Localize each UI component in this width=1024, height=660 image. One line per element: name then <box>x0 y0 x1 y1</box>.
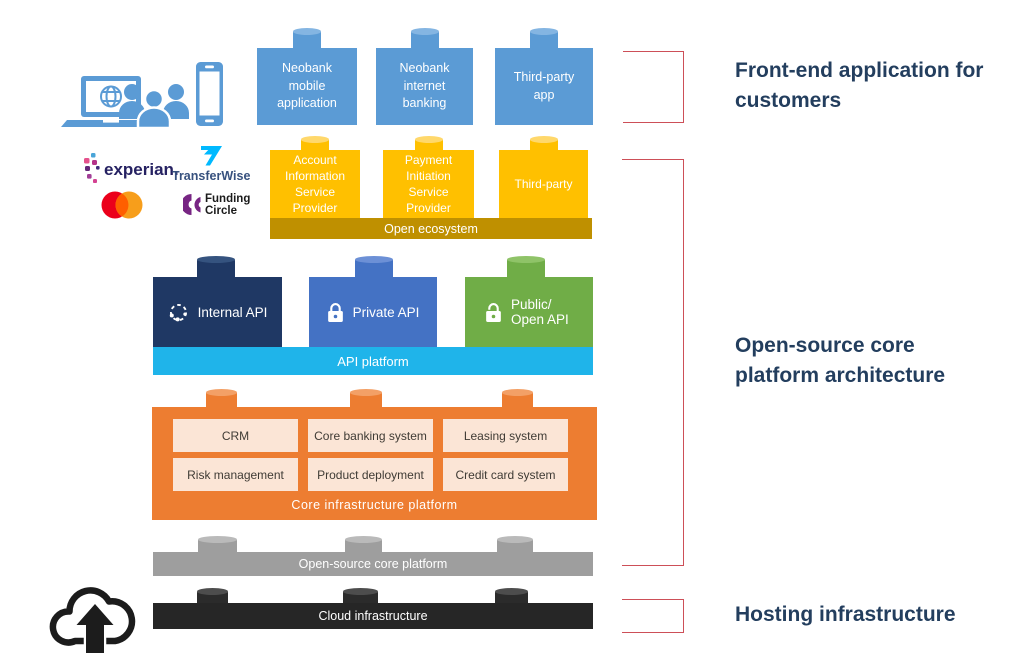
network-icon <box>169 303 187 321</box>
peg <box>206 389 237 407</box>
peg <box>497 536 533 552</box>
block-account-information-service-provider: Account Information Service Provider <box>270 150 360 218</box>
annotation-hosting: Hosting infrastructure <box>735 603 956 626</box>
peg <box>502 389 533 407</box>
block-third-party-app: Third-party app <box>495 48 593 125</box>
peg <box>350 389 382 407</box>
experian-dots-icon <box>84 153 100 183</box>
peg <box>355 256 393 277</box>
peg <box>530 136 558 150</box>
peg <box>495 588 528 603</box>
transferwise-logo: TransferWise <box>172 146 250 183</box>
transferwise-wordmark: TransferWise <box>172 169 251 183</box>
core-box-credit-card-system: Credit card system <box>443 458 568 491</box>
bracket-hosting <box>622 599 684 633</box>
cloud-infrastructure-bar: Cloud infrastructure <box>153 603 593 629</box>
core-platform-caption: Core infrastructure platform <box>291 498 458 512</box>
smartphone-icon <box>196 62 223 126</box>
api-platform-bar: API platform <box>153 347 593 375</box>
block-third-party: Third-party <box>499 150 588 218</box>
bracket-front-end <box>623 51 684 123</box>
core-infrastructure-platform: CRM Core banking system Leasing system R… <box>152 407 597 520</box>
core-box-core-banking-system: Core banking system <box>308 419 433 452</box>
block-label: Third-party <box>514 176 573 191</box>
core-box-label: Risk management <box>187 467 284 482</box>
core-box-label: Product deployment <box>317 467 424 482</box>
peg <box>197 256 235 277</box>
core-box-risk-management: Risk management <box>173 458 298 491</box>
block-label: Payment Initiation Service Provider <box>404 152 453 216</box>
bar-label: API platform <box>337 353 409 369</box>
core-box-product-deployment: Product deployment <box>308 458 433 491</box>
bar-label: Open ecosystem <box>384 221 478 236</box>
core-box-label: Leasing system <box>463 428 548 443</box>
users-icon <box>119 84 189 129</box>
core-box-label: CRM <box>221 428 250 443</box>
core-box-crm: CRM <box>173 419 298 452</box>
peg <box>411 28 439 48</box>
funding-circle-line1: Funding <box>205 192 251 205</box>
bracket-core-platform <box>622 159 684 566</box>
cloud-upload-icon <box>49 587 136 655</box>
transferwise-flag-icon <box>200 146 222 166</box>
bar-label: Cloud infrastructure <box>318 609 428 623</box>
annotation-open-source-core: Open-source core platform architecture <box>735 334 946 388</box>
peg <box>345 536 382 552</box>
peg <box>301 136 329 150</box>
block-label: Public/ Open API <box>511 297 569 327</box>
lock-closed-icon <box>327 302 343 322</box>
experian-logo: experian. <box>84 153 179 187</box>
open-ecosystem-bar: Open ecosystem <box>270 218 592 239</box>
block-label: Internal API <box>197 304 268 320</box>
open-source-core-platform-bar: Open-source core platform <box>153 552 593 576</box>
core-box-label: Core banking system <box>314 428 427 443</box>
peg <box>507 256 545 277</box>
mastercard-circles-icon <box>101 191 143 219</box>
block-payment-initiation-service-provider: Payment Initiation Service Provider <box>383 150 474 218</box>
core-box-label: Credit card system <box>455 467 556 482</box>
peg <box>198 536 237 552</box>
funding-circle-line2: Circle <box>205 205 237 217</box>
block-label: Private API <box>352 304 420 320</box>
annotation-front-end: Front-end application for customers <box>735 59 984 113</box>
block-neobank-mobile-application: Neobank mobile application <box>257 48 357 125</box>
bar-label: Open-source core platform <box>298 557 448 571</box>
peg <box>197 588 228 603</box>
peg <box>343 588 378 603</box>
experian-wordmark: experian. <box>104 160 179 179</box>
block-label: Neobank internet banking <box>399 60 450 111</box>
funding-circle-wordmark: Funding Circle <box>205 193 250 218</box>
funding-circle-icon <box>183 194 201 215</box>
peg <box>415 136 443 150</box>
block-internal-api: Internal API <box>153 277 282 347</box>
block-label: Account Information Service Provider <box>284 152 346 216</box>
block-neobank-internet-banking: Neobank internet banking <box>376 48 473 125</box>
peg <box>530 28 558 48</box>
block-public-open-api: Public/ Open API <box>465 277 593 347</box>
funding-circle-logo: Funding Circle <box>183 192 250 218</box>
block-label: Third-party app <box>513 69 575 102</box>
lock-open-icon <box>486 302 501 322</box>
block-label: Neobank mobile application <box>277 60 337 111</box>
block-private-api: Private API <box>309 277 437 347</box>
peg <box>293 28 321 48</box>
core-box-leasing-system: Leasing system <box>443 419 568 452</box>
